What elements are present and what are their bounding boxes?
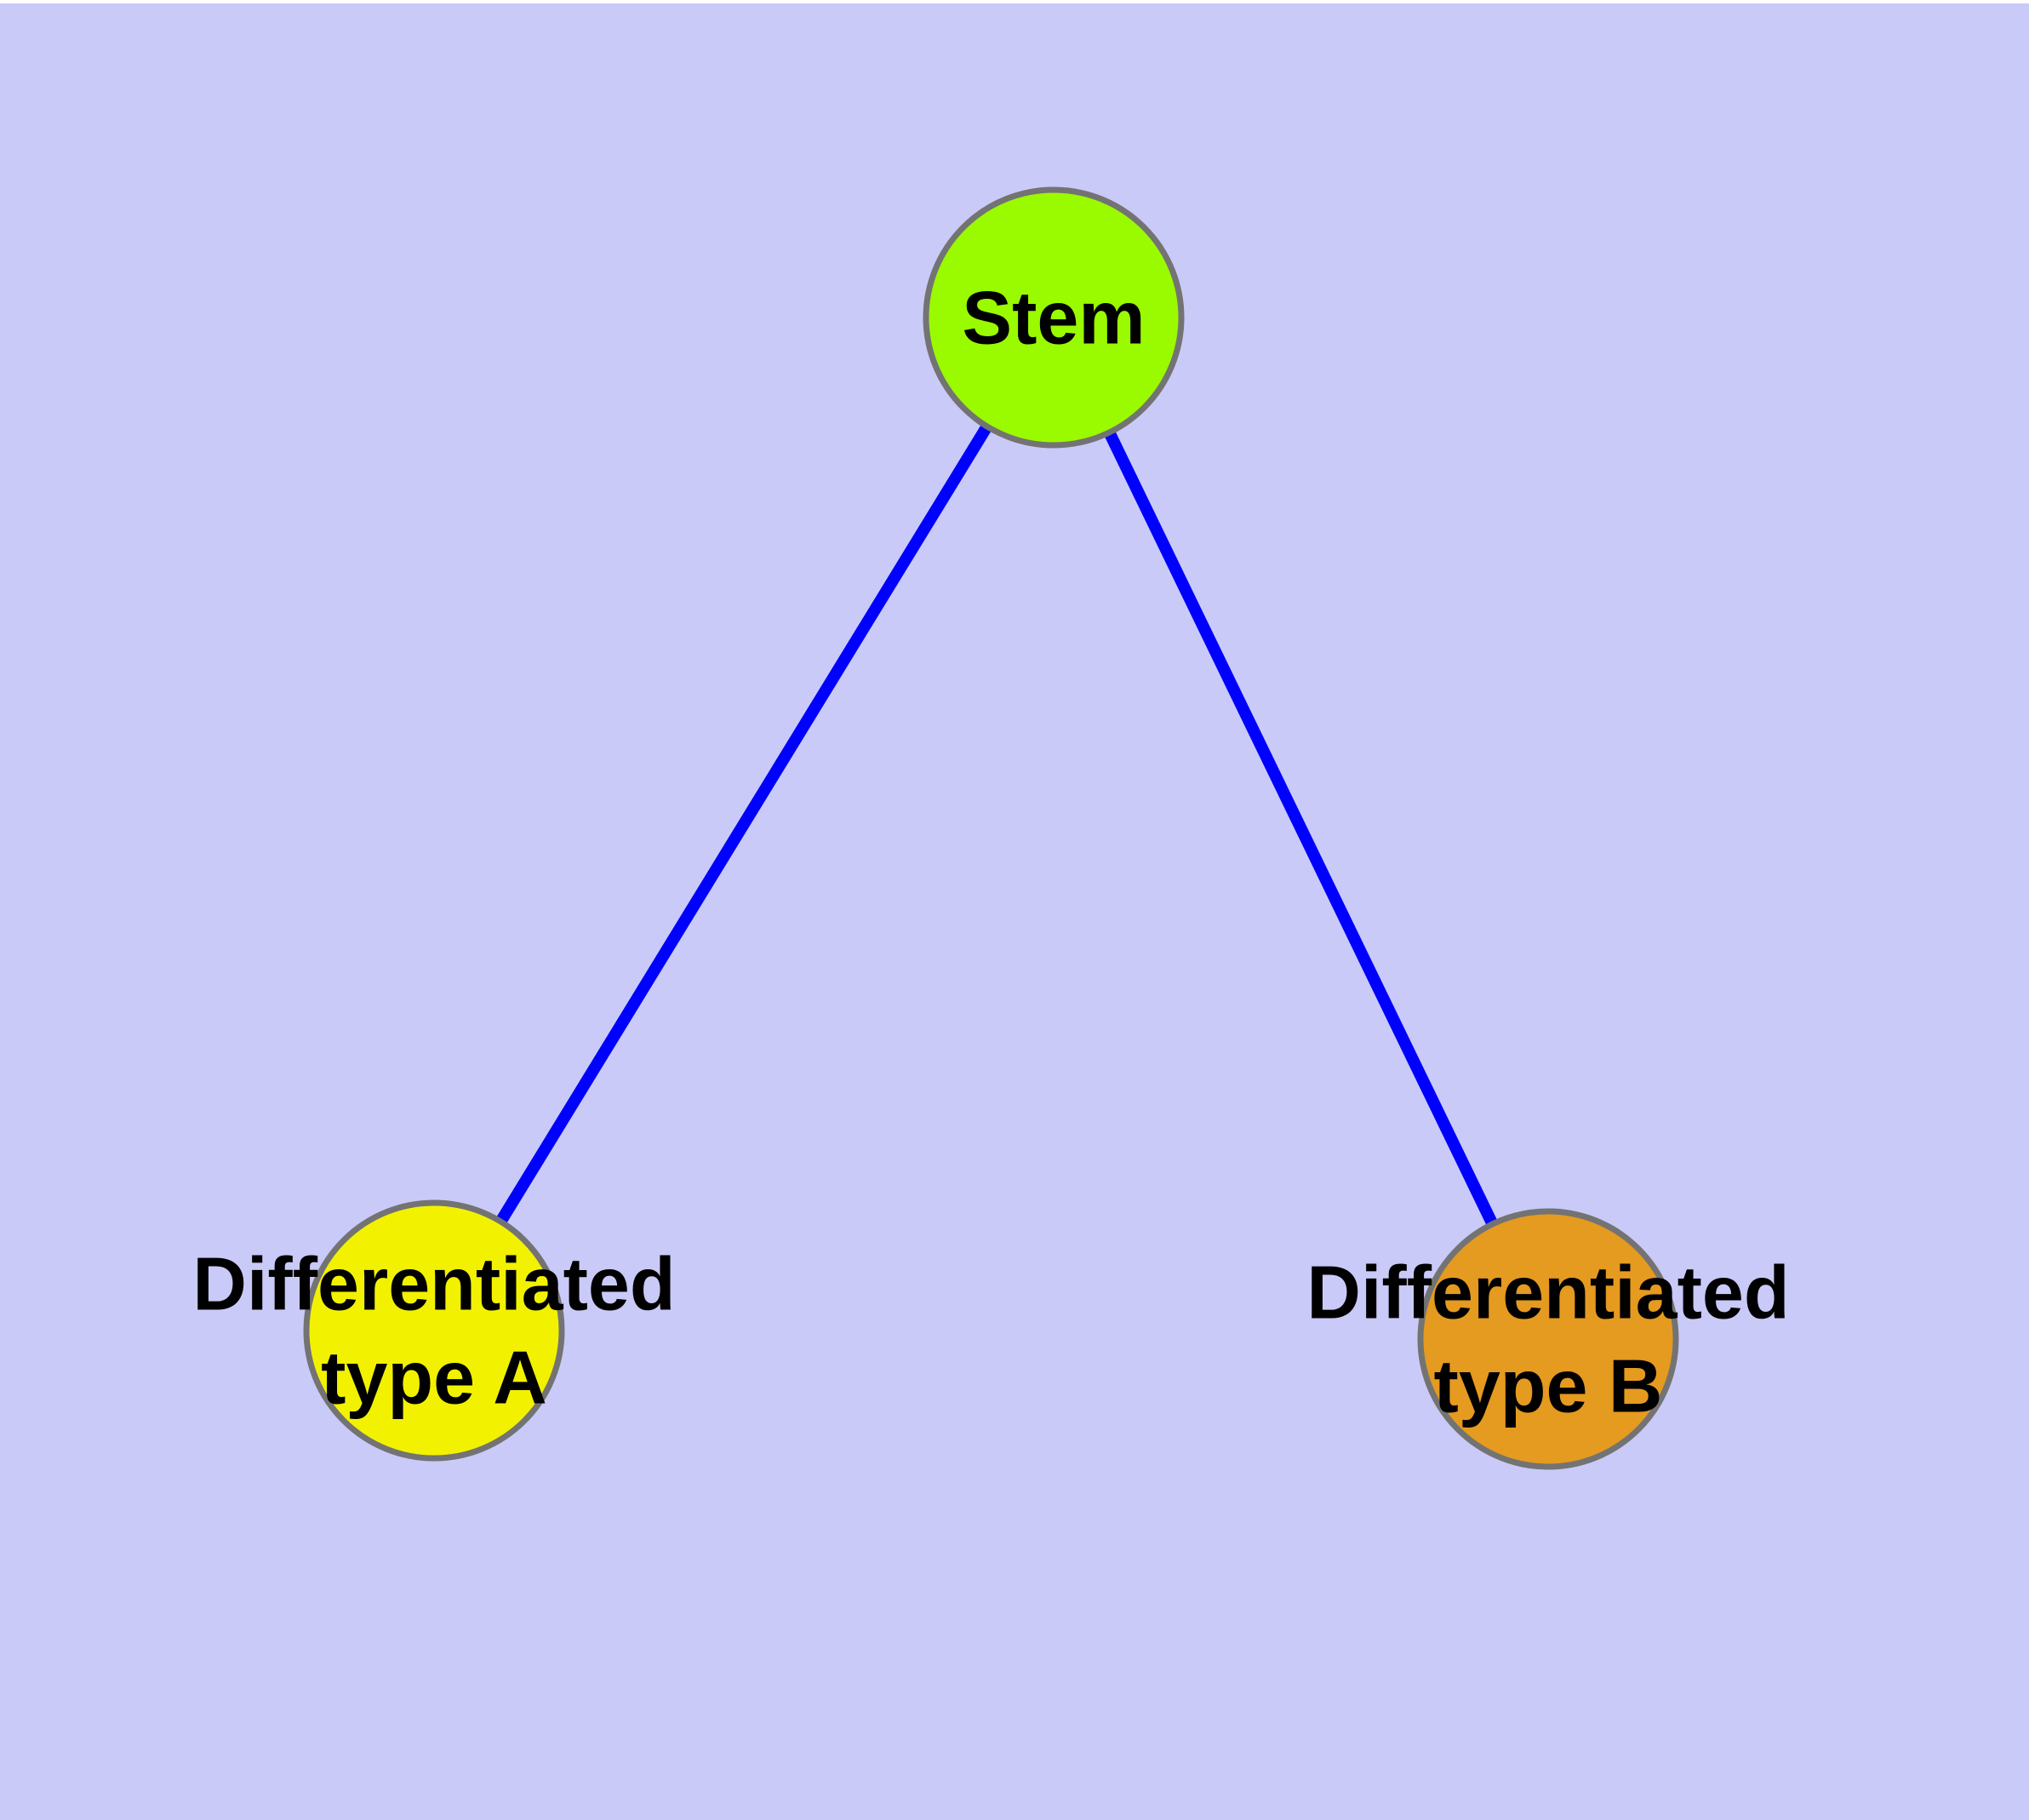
node-type-b-label-line1: Differentiated [1306,1251,1789,1335]
node-type-a-label-line1: Differentiated [192,1242,675,1326]
node-differentiated-type-a [303,1199,565,1462]
edge-stem-to-type-a [429,314,1059,1334]
edge-stem-to-type-b [1048,314,1554,1342]
node-stem [923,186,1185,449]
node-type-b-label-line2: type B [1434,1344,1663,1428]
node-type-a-label-line2: type A [321,1336,547,1420]
node-stem-label: Stem [962,276,1145,360]
node-differentiated-type-b [1417,1208,1679,1470]
